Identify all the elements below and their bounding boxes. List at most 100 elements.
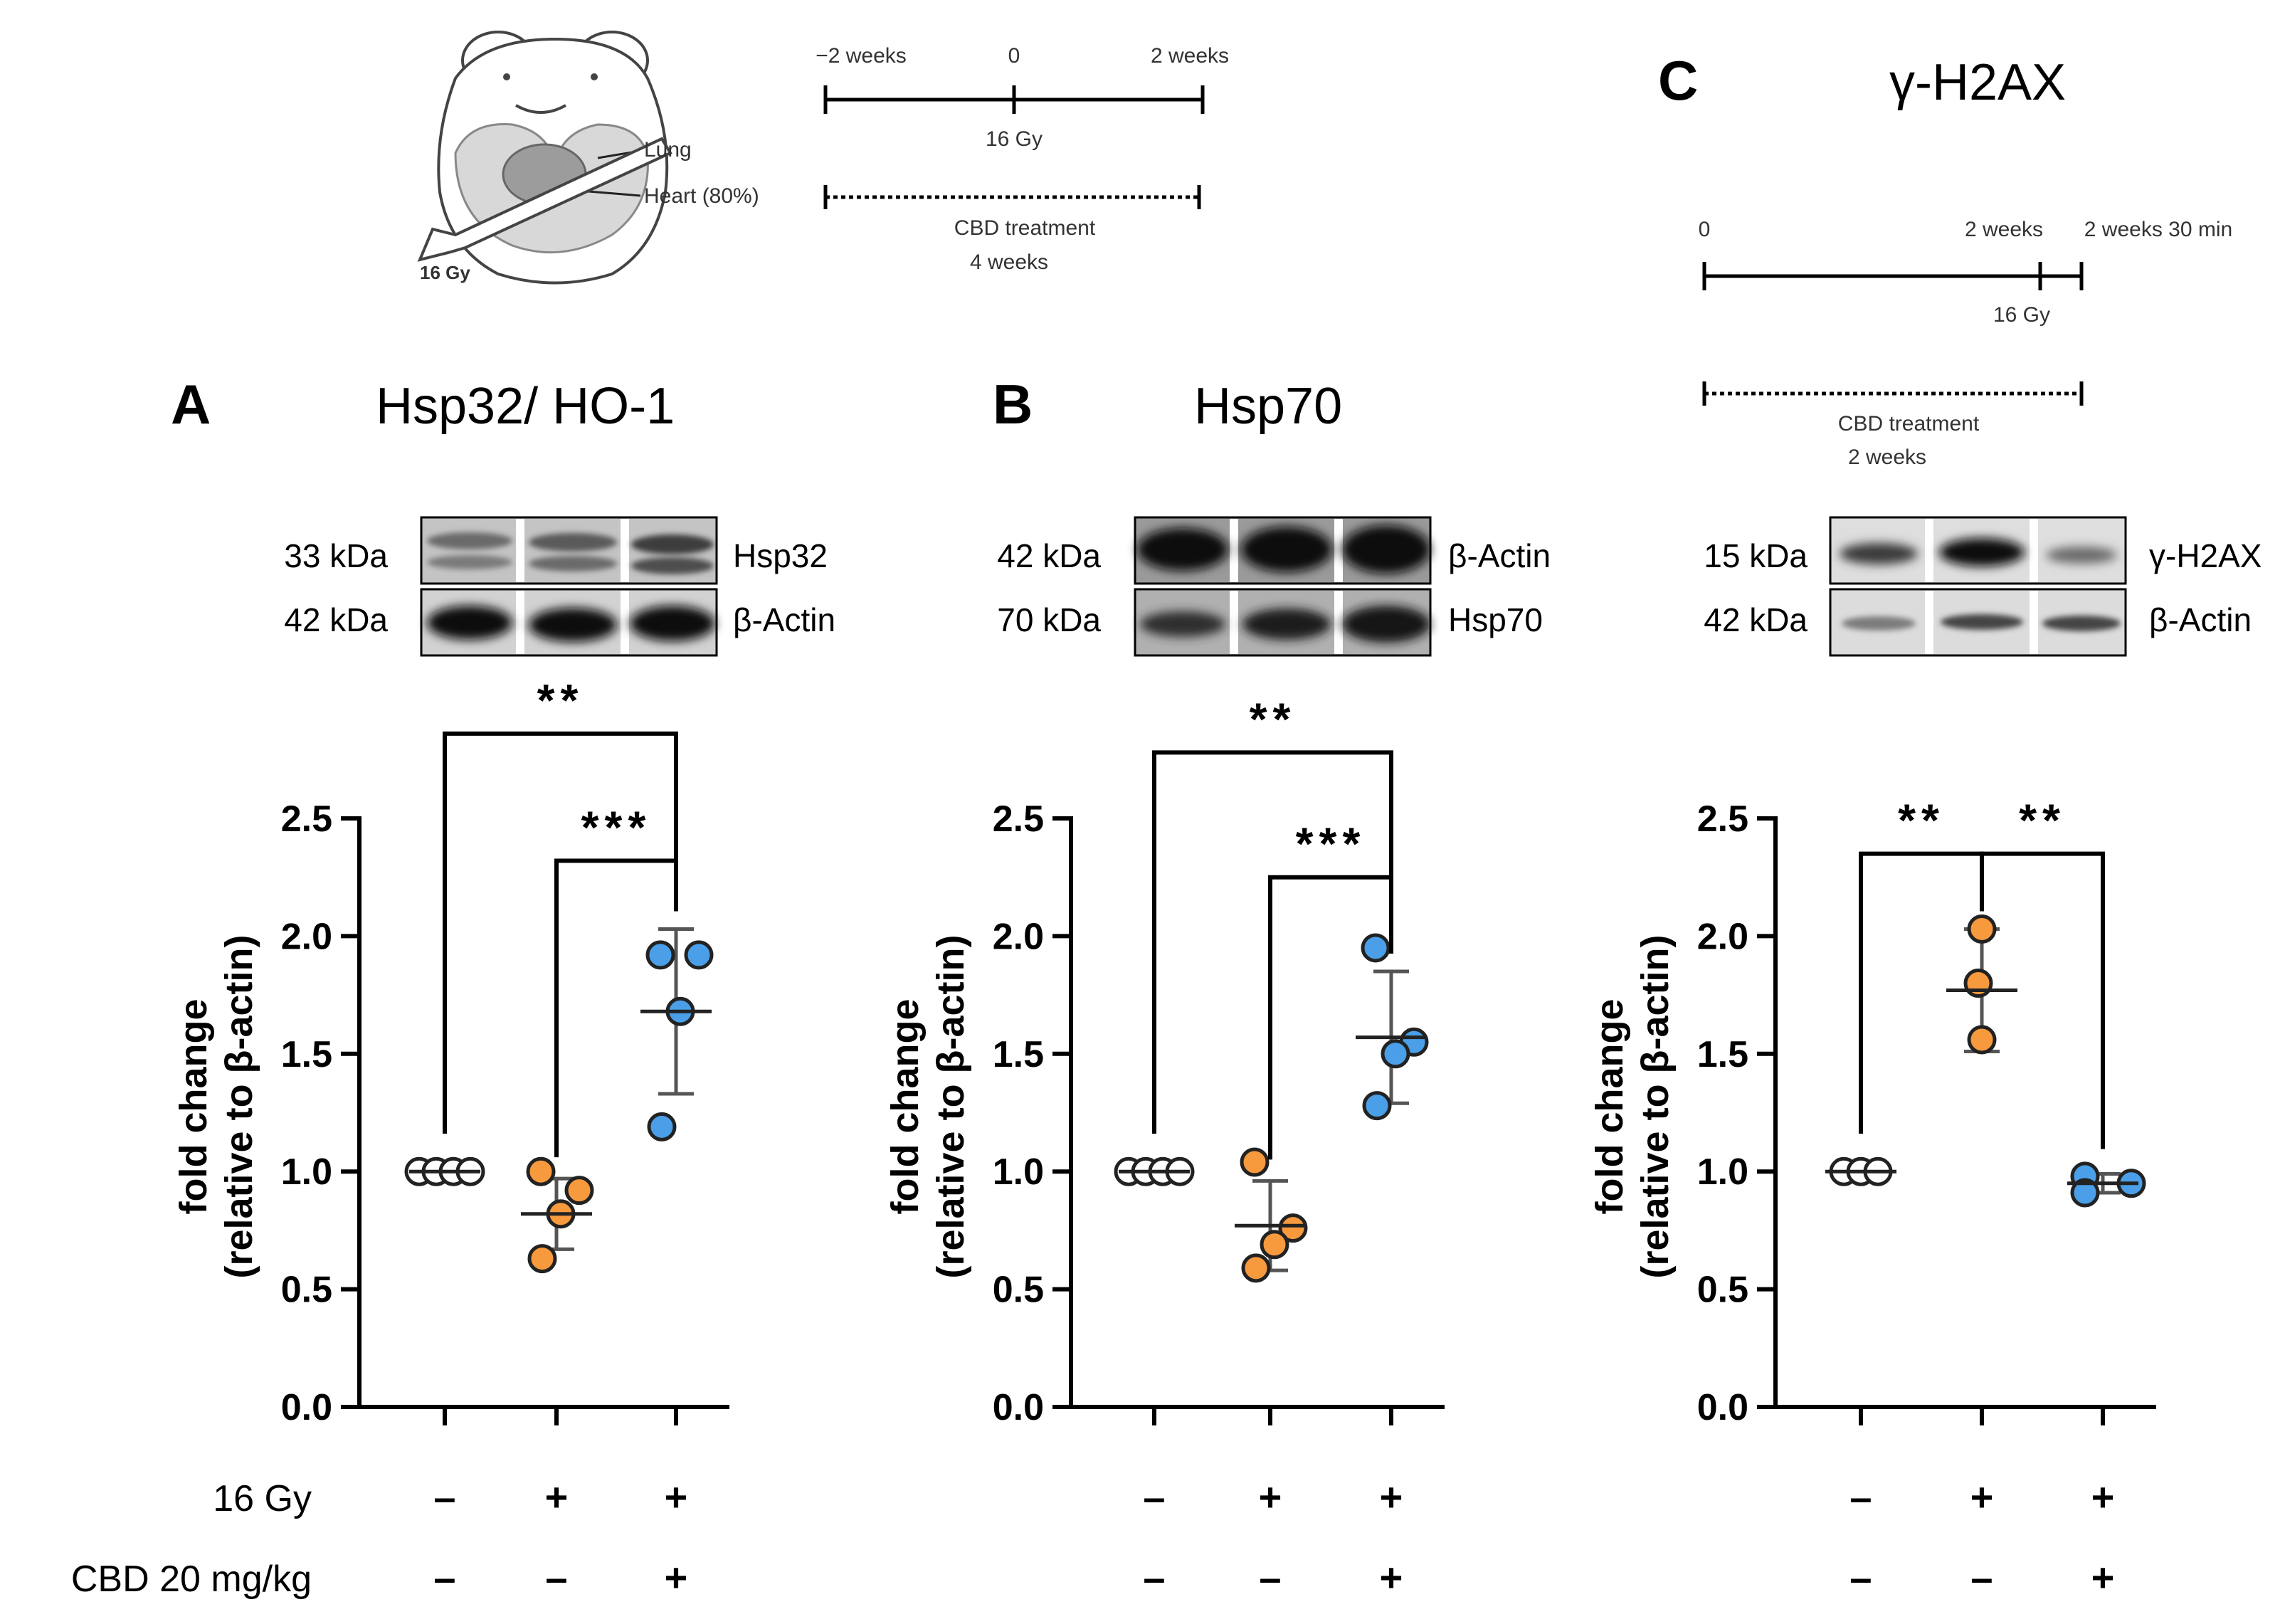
condition-sign: +: [2091, 1475, 2115, 1519]
blot-protein-label: β-Actin: [2149, 601, 2252, 638]
heart-label: Heart (80%): [644, 184, 759, 208]
blot-lane-divider: [1230, 519, 1238, 582]
blot-kda-label: 42 kDa: [1704, 601, 1808, 638]
y-axis-label: fold change(relative to β-actin): [172, 934, 260, 1278]
blot-lane-divider: [1230, 591, 1238, 654]
blot-kda-label: 70 kDa: [997, 601, 1101, 638]
significance-stars: **: [2019, 795, 2066, 846]
data-point: [2070, 1178, 2100, 1208]
data-point: [527, 1244, 557, 1274]
western-blot-b: 42 kDa 70 kDa β-Actin Hsp70: [997, 516, 1551, 657]
condition-sign: –: [433, 1555, 455, 1600]
blot-band: [2046, 547, 2117, 564]
condition-sign: –: [1849, 1555, 1872, 1600]
timeline-main-treatment-label: CBD treatment: [954, 216, 1096, 240]
blot-band: [529, 608, 617, 642]
data-point: [564, 1176, 594, 1206]
timeline-c-treatment-label: CBD treatment: [1838, 412, 1980, 436]
y-tick-label: 0.5: [993, 1270, 1044, 1311]
condition-sign: +: [665, 1475, 688, 1519]
blot-kda-label: 42 kDa: [284, 601, 388, 638]
condition-sign: +: [2091, 1555, 2115, 1600]
blot-lane-divider: [516, 519, 524, 582]
mouse-right-eye: [591, 73, 598, 80]
timeline-main-dose-label: 16 Gy: [986, 127, 1043, 151]
data-point: [645, 940, 675, 970]
y-tick-label: 0.5: [281, 1270, 332, 1311]
data-point: [1381, 1039, 1410, 1069]
blot-lane-divider: [516, 591, 524, 654]
blot-band: [1939, 538, 2025, 566]
y-tick-label: 0.0: [281, 1387, 332, 1428]
radiation-beam-arrow: [417, 137, 672, 262]
panel-title-a: Hsp32/ HO-1: [376, 378, 675, 435]
y-axis-label: fold change(relative to β-actin): [1588, 934, 1677, 1278]
western-blot-a: 33 kDa 42 kDa Hsp32 β-Actin: [284, 516, 835, 657]
condition-sign: +: [1970, 1475, 1994, 1519]
significance-bracket: [1980, 851, 2105, 1149]
condition-sign: +: [545, 1475, 569, 1519]
blot-band: [1842, 616, 1916, 631]
panel-letter-b: B: [993, 373, 1033, 436]
blot-kda-label: 42 kDa: [997, 537, 1101, 574]
significance-bracket: [1859, 851, 1984, 1134]
timeline-c: 0 2 weeks 2 weeks 30 min 16 Gy CBD treat…: [1699, 218, 2233, 469]
condition-label-16gy: 16 Gy: [213, 1478, 312, 1519]
blot-lane-divider: [1334, 591, 1343, 654]
blot-kda-label: 15 kDa: [1704, 537, 1808, 574]
blot-lane-divider: [1334, 519, 1343, 582]
blot-band: [630, 606, 715, 641]
blot-lane-divider: [2030, 591, 2038, 654]
condition-sign: –: [1143, 1475, 1165, 1519]
timeline-main-tick-label: 0: [1008, 44, 1020, 68]
significance-stars: **: [1898, 795, 1945, 846]
y-tick-label: 2.0: [1697, 916, 1748, 957]
data-point: [1361, 933, 1390, 963]
timeline-c-tick-label: 0: [1699, 218, 1711, 241]
blot-lane-divider: [2030, 519, 2038, 582]
condition-sign: –: [1259, 1555, 1281, 1600]
data-point: [1362, 1091, 1392, 1121]
timeline-c-treatment-duration: 2 weeks: [1848, 445, 1926, 469]
condition-label-cbd: CBD 20 mg/kg: [71, 1559, 312, 1600]
y-tick-label: 1.5: [281, 1034, 332, 1075]
blot-band: [1840, 543, 1918, 564]
y-tick-label: 2.5: [993, 798, 1044, 840]
condition-sign: +: [1380, 1475, 1403, 1519]
timeline-c-tick-label: 2 weeks 30 min: [2084, 218, 2232, 241]
condition-sign: +: [1259, 1475, 1282, 1519]
panel-title-b: Hsp70: [1194, 378, 1342, 435]
condition-signs: –++––+–++––+–++––+: [433, 1475, 2114, 1600]
data-point: [526, 1156, 556, 1186]
y-tick-label: 1.0: [993, 1151, 1044, 1193]
mouse-dose-label: 16 Gy: [420, 262, 470, 283]
data-point: [647, 1112, 677, 1141]
significance-bracket: [1152, 750, 1393, 1134]
data-point: [1241, 1253, 1271, 1283]
data-point: [1260, 1230, 1289, 1260]
blot-band: [631, 534, 714, 554]
y-tick-label: 1.0: [1697, 1151, 1748, 1193]
blot-band: [1242, 608, 1331, 640]
y-tick-label: 2.5: [1697, 798, 1748, 840]
condition-sign: –: [545, 1555, 567, 1600]
condition-sign: –: [1849, 1475, 1872, 1519]
mouse-mouth: [515, 104, 566, 114]
timeline-main-treatment-duration: 4 weeks: [970, 251, 1048, 274]
blot-band: [2042, 616, 2121, 631]
blot-kda-label: 33 kDa: [284, 537, 388, 574]
blot-band: [529, 533, 617, 552]
y-tick-label: 0.5: [1697, 1270, 1748, 1311]
data-point: [684, 940, 714, 970]
data-point: [1967, 914, 1997, 944]
condition-sign: +: [665, 1555, 688, 1600]
blot-band: [1241, 527, 1332, 572]
data-point: [1240, 1147, 1270, 1177]
blot-band: [427, 532, 512, 549]
y-tick-label: 1.5: [1697, 1034, 1748, 1075]
lung-label: Lung: [644, 138, 692, 162]
mouse-schematic: [417, 31, 672, 285]
